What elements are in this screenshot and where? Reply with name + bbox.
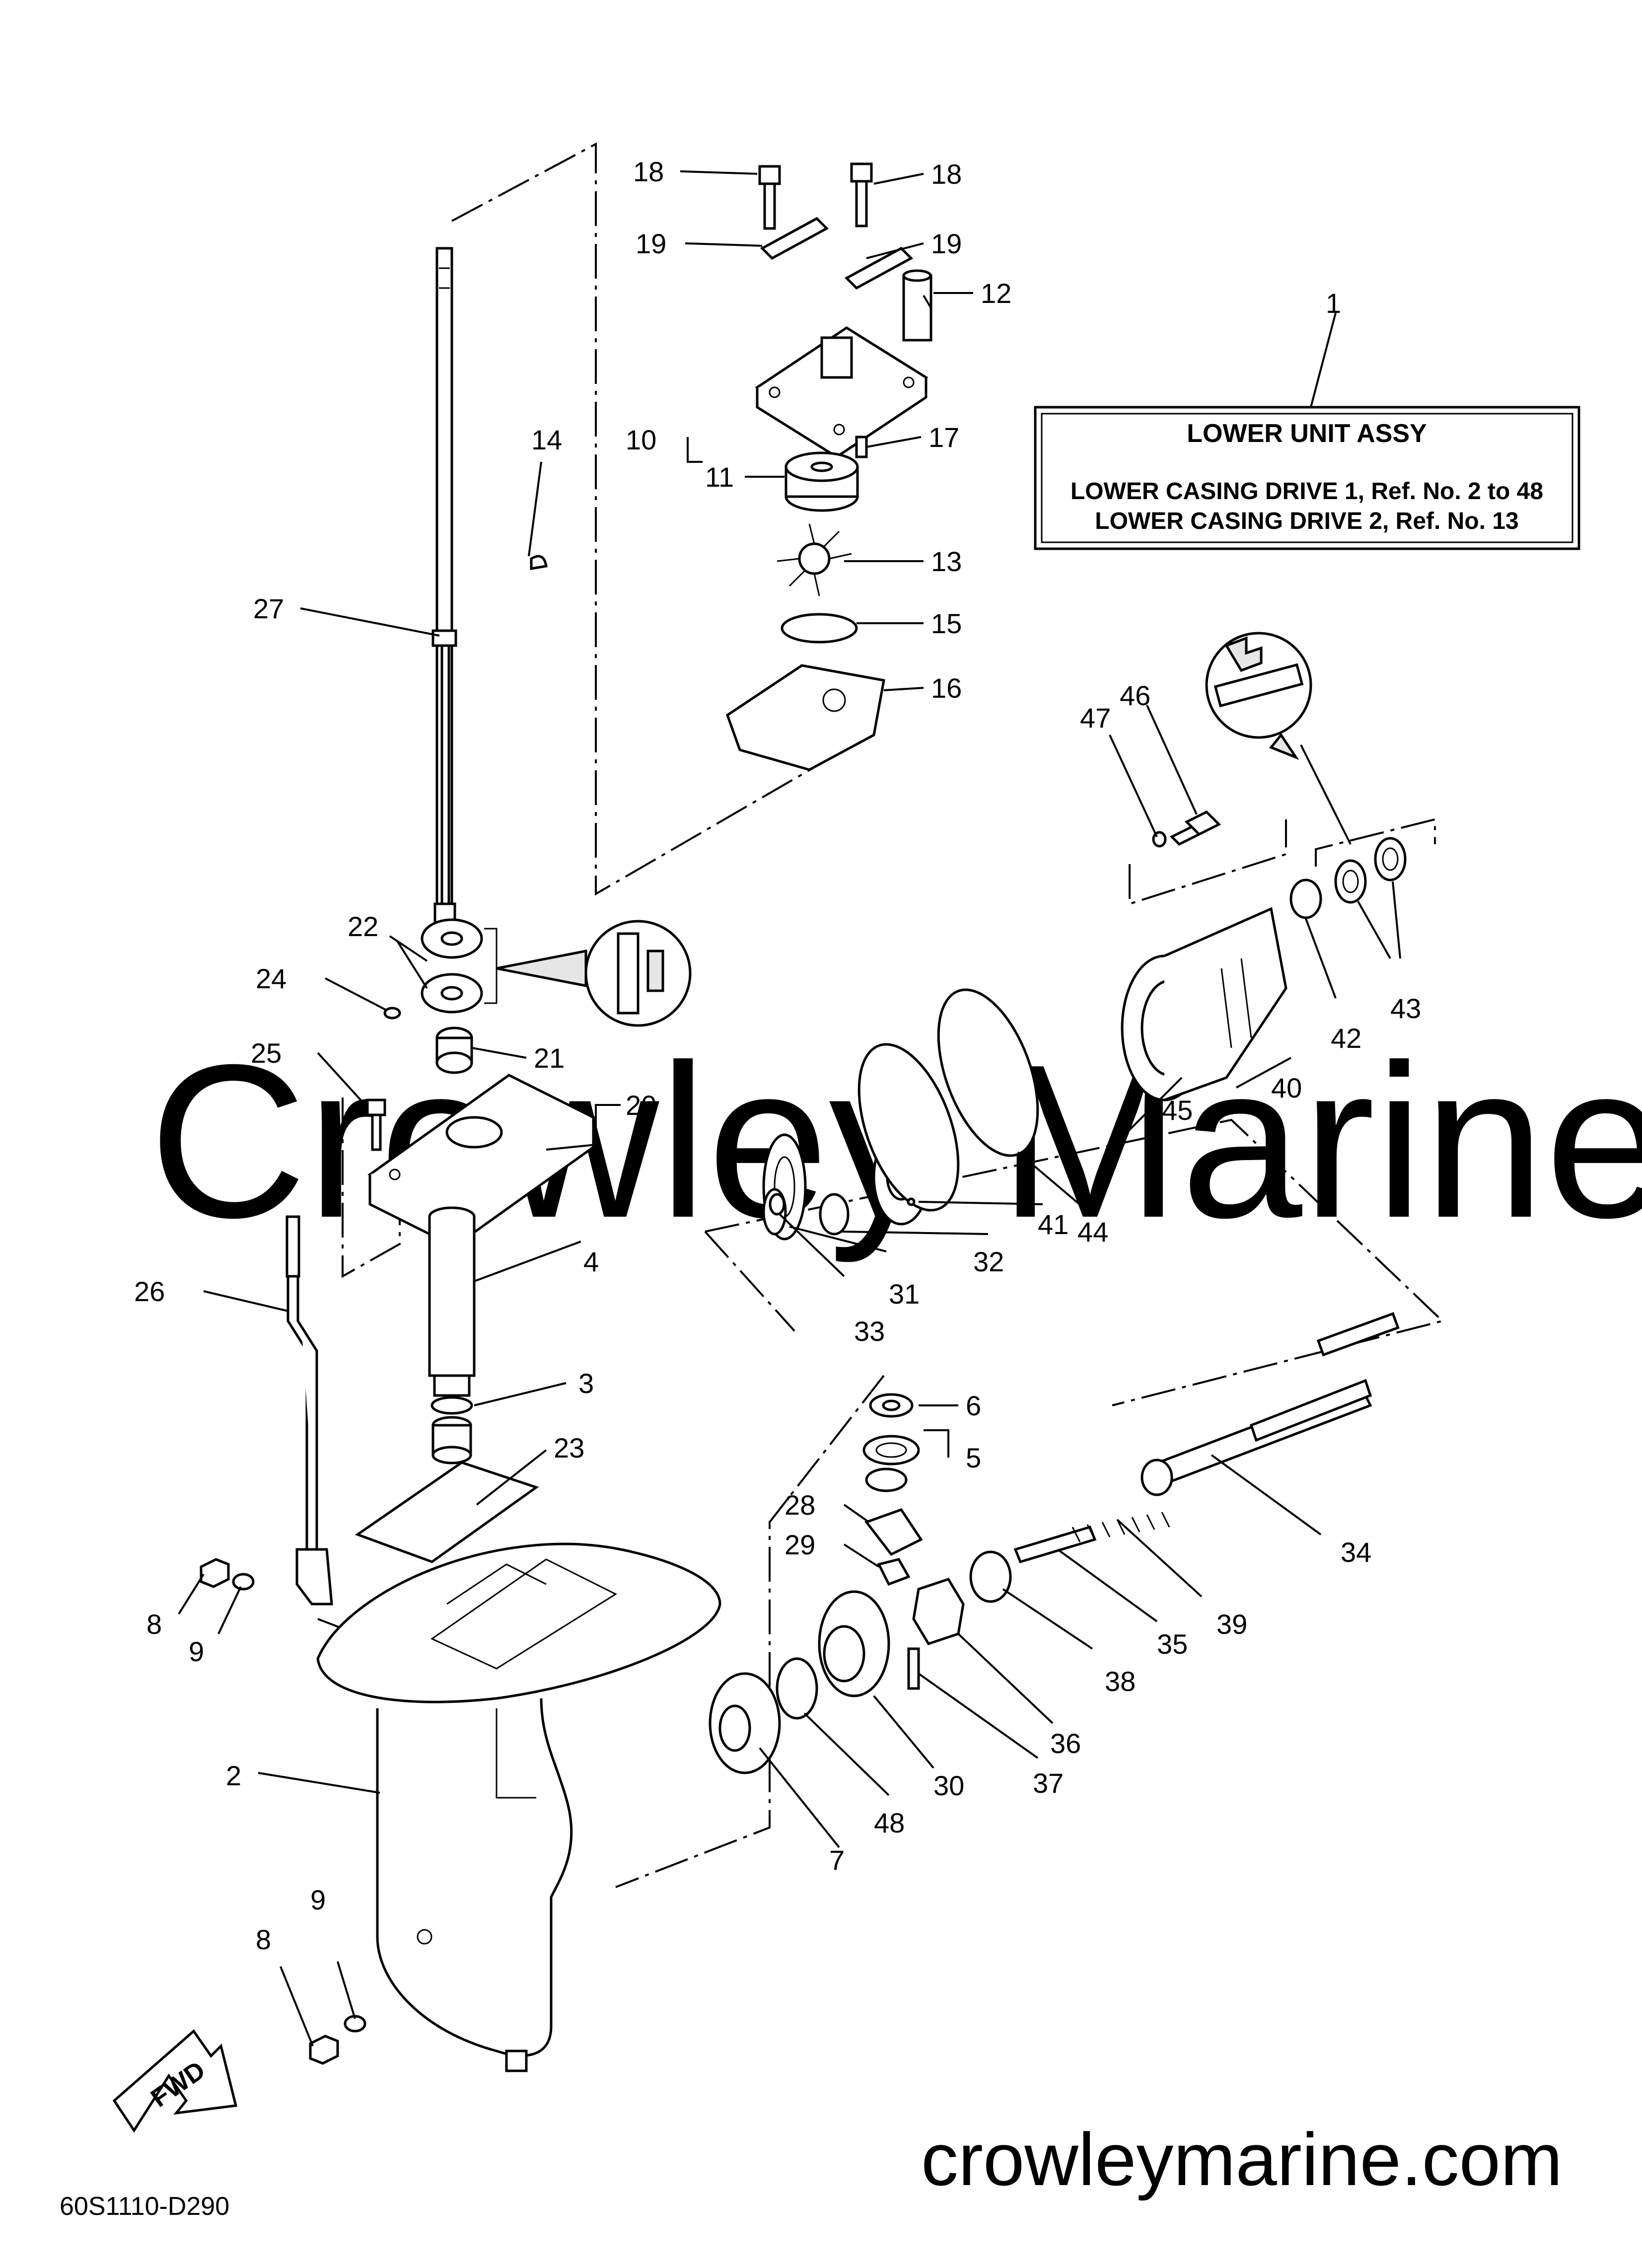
callout-9b: 9: [310, 1884, 326, 1915]
callout-1: 1: [1326, 288, 1341, 319]
callout-6: 6: [966, 1390, 981, 1421]
callout-33: 33: [854, 1316, 885, 1347]
diagram-code: 60S1110-D290: [60, 2192, 229, 2221]
callout-26: 26: [134, 1276, 165, 1307]
drive-shaft-housing: [428, 1206, 476, 1464]
callout-9a: 9: [189, 1636, 204, 1667]
callout-4: 4: [583, 1246, 599, 1277]
info-box-line1: LOWER CASING DRIVE 1, Ref. No. 2 to 48: [1071, 478, 1543, 505]
callout-35: 35: [1157, 1628, 1188, 1660]
callout-41: 41: [1038, 1209, 1069, 1240]
callout-12: 12: [981, 278, 1011, 309]
callout-24: 24: [256, 963, 286, 994]
woodruff-key: [530, 555, 548, 570]
callout-18a: 18: [633, 156, 664, 187]
shim-32: [819, 1193, 850, 1236]
website-url: crowleymarine.com: [921, 2118, 1563, 2201]
callout-23: 23: [554, 1432, 584, 1463]
callout-18b: 18: [931, 158, 962, 190]
oil-seal-housing: [367, 1026, 596, 1248]
callout-45: 45: [1162, 1095, 1193, 1126]
callout-37: 37: [1033, 1767, 1064, 1799]
callout-42: 42: [1331, 1023, 1361, 1054]
callout-34: 34: [1341, 1536, 1371, 1568]
info-box-line2: LOWER CASING DRIVE 2, Ref. No. 13: [1095, 508, 1518, 534]
callout-43: 43: [1390, 993, 1421, 1024]
lower-casing: [316, 1542, 721, 2072]
clutch-spring-parts: [969, 1512, 1170, 1603]
bolt-25-shank: [371, 1113, 382, 1151]
callout-47: 47: [1080, 702, 1111, 733]
callout-46: 46: [1120, 680, 1150, 711]
callout-17: 17: [928, 422, 959, 453]
oil-seal-43b: [1374, 837, 1407, 881]
callout-30: 30: [933, 1770, 964, 1801]
leader-lines: [178, 170, 1401, 2047]
drive-shaft: [431, 247, 457, 930]
lubricant-callout-circle-2: [1205, 632, 1312, 760]
callout-11: 11: [705, 461, 734, 493]
propeller-shaft: [1141, 1312, 1400, 1496]
callout-25: 25: [251, 1037, 282, 1069]
callout-5: 5: [966, 1442, 981, 1473]
callout-21: 21: [534, 1042, 565, 1074]
callout-40: 40: [1271, 1072, 1302, 1103]
callout-32: 32: [973, 1246, 1004, 1277]
callout-7: 7: [829, 1844, 845, 1876]
grease-icon: [496, 949, 587, 988]
callout-19a: 19: [636, 228, 666, 259]
callout-13: 13: [931, 546, 962, 577]
shift-rod: [286, 1215, 333, 1606]
callout-8a: 8: [146, 1609, 162, 1640]
oil-seal-43a: [1334, 859, 1367, 904]
water-pump-parts: [725, 162, 932, 771]
callout-19b: 19: [931, 228, 962, 259]
pinion-parts: [862, 1393, 923, 1586]
plug-washers: [200, 1558, 366, 2065]
callout-2: 2: [226, 1760, 241, 1791]
bolt-46-shank: [1169, 825, 1202, 846]
propeller-shaft-housing: [1121, 907, 1287, 1101]
callout-8b: 8: [256, 1924, 271, 1955]
gasket-23: [355, 1461, 539, 1563]
callout-10: 10: [626, 424, 656, 455]
callout-38: 38: [1105, 1666, 1136, 1697]
bearing-42: [1289, 878, 1322, 919]
callout-15: 15: [931, 608, 962, 639]
callout-numbers: 1 2 3 4 5 6 7 8 8 9 9 10 11 12 13 14 15 …: [134, 156, 1421, 1955]
callout-20: 20: [626, 1090, 656, 1121]
callout-39: 39: [1216, 1609, 1247, 1640]
bolt-25: [366, 1098, 386, 1116]
washer-33: [769, 1193, 785, 1216]
info-box-title: LOWER UNIT ASSY: [1187, 419, 1427, 448]
callout-48: 48: [874, 1807, 905, 1838]
callout-44: 44: [1077, 1216, 1108, 1247]
dog-clutch: [907, 1577, 965, 1690]
callout-3: 3: [578, 1368, 594, 1399]
lubricant-callout-circle: [584, 920, 692, 1027]
callout-31: 31: [889, 1278, 920, 1310]
callout-14: 14: [531, 424, 562, 455]
callout-36: 36: [1050, 1728, 1081, 1759]
info-box: LOWER UNIT ASSY LOWER CASING DRIVE 1, Re…: [1034, 406, 1580, 550]
forward-gear-group: [709, 1590, 890, 1774]
callout-22: 22: [348, 911, 378, 942]
callout-27: 27: [253, 593, 284, 624]
fwd-arrow-icon: FWD: [112, 2029, 238, 2133]
callout-16: 16: [931, 672, 962, 704]
callout-29: 29: [785, 1529, 815, 1560]
upper-bearings: [421, 918, 587, 1014]
reverse-gear-group: [762, 988, 1039, 1241]
callout-28: 28: [785, 1489, 815, 1521]
washer-24: [383, 1007, 401, 1020]
